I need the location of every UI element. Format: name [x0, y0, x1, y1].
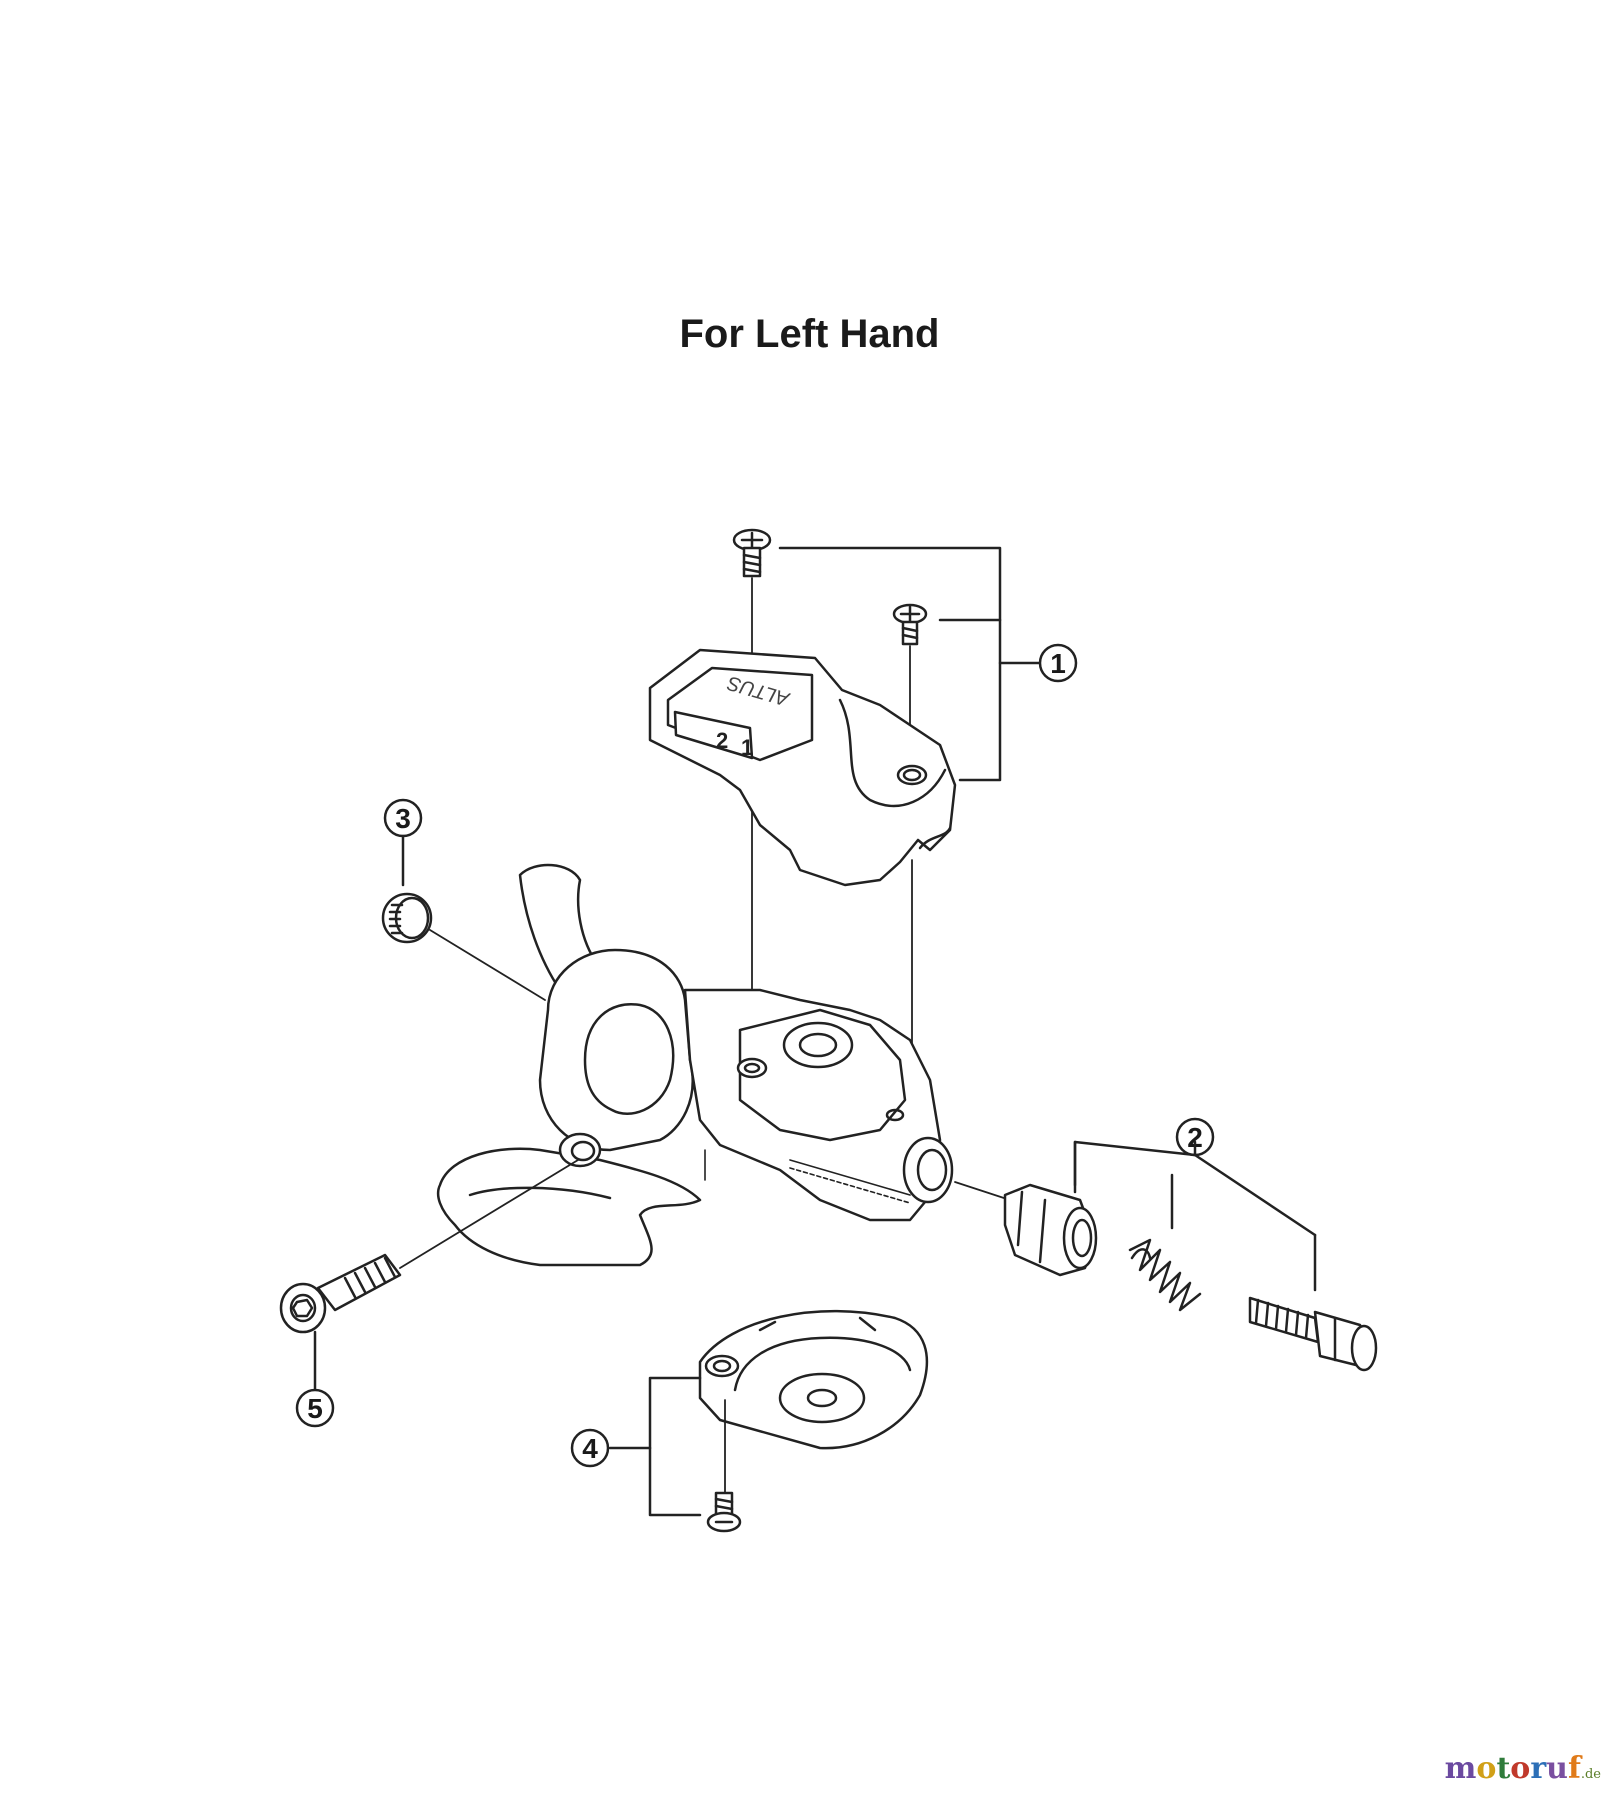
bottom-cover-screw: [706, 1491, 742, 1533]
callout-4-number: 4: [582, 1433, 598, 1464]
callout-1-leader: [778, 546, 1042, 782]
watermark-letter: f: [1567, 1751, 1581, 1786]
callout-3: 3: [383, 798, 423, 838]
shifter-body: [436, 863, 954, 1267]
adjuster-spring: [1128, 1238, 1202, 1312]
callout-2-leader: [1073, 1140, 1317, 1292]
bottom-cover: [698, 1309, 929, 1450]
callout-3-number: 3: [395, 803, 411, 834]
diagram-title: For Left Hand: [679, 312, 940, 356]
gear-indicator-2: 2: [716, 728, 728, 753]
callout-1-number: 1: [1050, 648, 1066, 679]
watermark-letter: t: [1496, 1751, 1511, 1786]
indicator-cover: 2 1 ALTUS: [648, 648, 957, 887]
watermark-letter: m: [1444, 1751, 1477, 1786]
callout-1: 1: [1038, 643, 1078, 683]
watermark-tld: .de: [1580, 1767, 1601, 1782]
callout-5-number: 5: [307, 1393, 323, 1424]
clamp-bolt: [279, 1159, 579, 1334]
watermark-letter: r: [1530, 1751, 1547, 1786]
grip-cap: [381, 892, 546, 1001]
adjuster-axis-line: [954, 1181, 1011, 1201]
gear-indicator-1: 1: [741, 735, 753, 760]
callout-4: 4: [570, 1428, 610, 1468]
barrel-adjuster-bolt: [1248, 1296, 1378, 1372]
watermark-letter: o: [1476, 1751, 1497, 1786]
adjuster-nut: [1003, 1183, 1098, 1277]
motoruf-watermark-logo: motoruf.de: [1445, 1751, 1601, 1786]
watermark-letter: o: [1510, 1751, 1531, 1786]
callout-2-number: 2: [1187, 1122, 1203, 1153]
watermark-letter: u: [1546, 1751, 1568, 1786]
callout-5: 5: [295, 1388, 335, 1428]
cover-screw-right: [892, 603, 928, 1051]
callout-4-leader: [608, 1376, 702, 1517]
